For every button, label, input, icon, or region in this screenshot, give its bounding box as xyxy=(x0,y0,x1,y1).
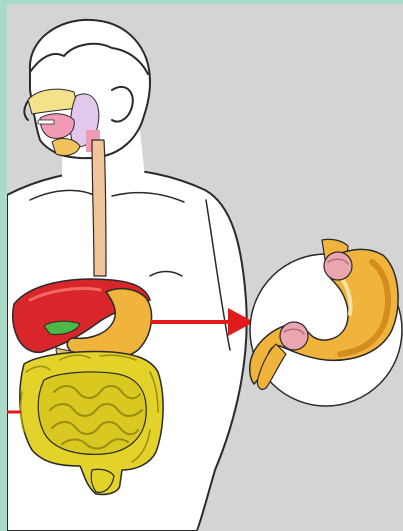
esophagus-icon xyxy=(92,140,106,276)
mouth-and-nasal-cavity xyxy=(28,89,100,155)
teeth-icon xyxy=(38,120,54,124)
lower-sphincter-icon xyxy=(280,322,308,350)
tongue-icon xyxy=(40,114,74,139)
upper-sphincter-icon xyxy=(324,252,352,280)
stomach-closeup xyxy=(250,239,402,406)
